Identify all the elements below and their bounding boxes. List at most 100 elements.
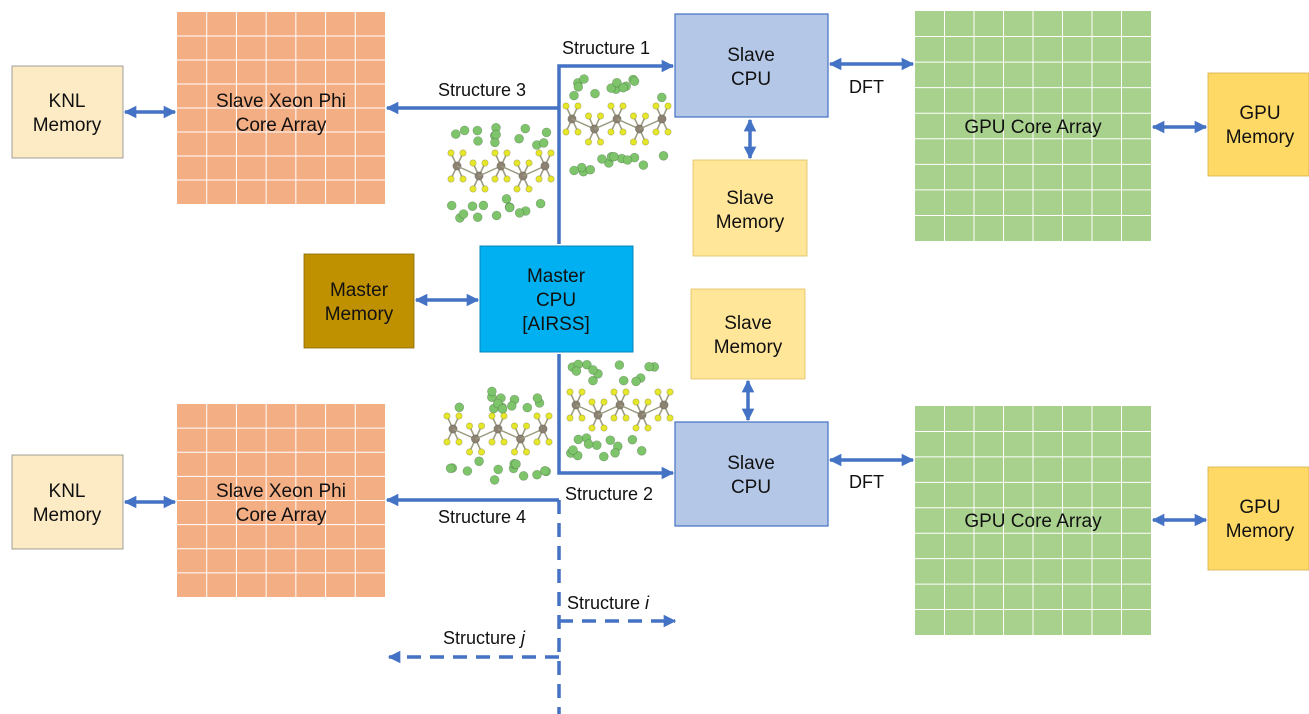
green-atom — [478, 200, 489, 211]
sulfur-atom — [652, 102, 660, 110]
green-atom — [511, 459, 521, 469]
green-atom — [597, 154, 607, 164]
sulfur-atom — [522, 422, 530, 430]
green-atom — [504, 202, 515, 213]
structure-1-label: Structure 1 — [562, 38, 650, 58]
structure-i-label: Structure i — [567, 593, 650, 613]
sulfur-atom — [547, 149, 555, 157]
green-atom — [491, 129, 501, 140]
sulfur-atom — [664, 102, 672, 110]
green-atom — [609, 151, 619, 162]
sulfur-atom — [510, 422, 518, 430]
green-atom — [590, 88, 600, 99]
green-atom — [501, 194, 512, 204]
sulfur-atom — [465, 448, 473, 456]
structure-1-arrow — [557, 59, 675, 244]
green-atom — [491, 210, 502, 221]
gpu-memory-top-box — [1207, 72, 1309, 177]
green-atom — [629, 76, 640, 86]
sulfur-atom — [545, 438, 553, 446]
gpu-core-array-bottom-label: GPU Core Array — [964, 511, 1102, 532]
green-atom — [458, 209, 469, 219]
green-atom — [644, 361, 654, 372]
knl-memory-bottom-box — [11, 454, 124, 550]
sulfur-atom — [574, 128, 582, 136]
green-atom — [588, 375, 598, 386]
sulfur-atom — [654, 414, 662, 422]
sulfur-atom — [459, 149, 467, 157]
sulfur-atom — [666, 414, 674, 422]
sulfur-atom — [503, 175, 511, 183]
green-atom — [446, 200, 457, 211]
sulfur-atom — [513, 185, 521, 193]
green-atom — [541, 127, 552, 138]
slave-memory-bottom-box — [690, 288, 806, 380]
green-atom — [522, 402, 533, 413]
green-atom — [535, 198, 546, 209]
sulfur-atom — [619, 102, 627, 110]
knl-memory-top-box — [11, 65, 124, 159]
green-atom — [518, 471, 529, 481]
sulfur-atom — [443, 412, 451, 420]
dft-bottom-label: DFT — [849, 472, 884, 492]
sulfur-atom — [533, 438, 541, 446]
structure-2-label: Structure 2 — [565, 484, 653, 504]
sulfur-atom — [525, 185, 533, 193]
sulfur-atom — [488, 438, 496, 446]
green-atom — [538, 138, 549, 148]
green-atom — [474, 456, 484, 467]
green-atom — [585, 164, 596, 175]
sulfur-atom — [477, 422, 485, 430]
sulfur-atom — [607, 102, 615, 110]
sulfur-atom — [500, 438, 508, 446]
carbon-atom — [659, 400, 669, 410]
sulfur-atom — [622, 414, 630, 422]
green-atom — [573, 434, 584, 445]
sulfur-atom — [465, 422, 473, 430]
green-atom — [532, 469, 542, 480]
sulfur-atom — [584, 138, 592, 146]
sulfur-atom — [644, 424, 652, 432]
gpu-core-array-top-label: GPU Core Array — [964, 117, 1102, 138]
sulfur-atom — [578, 388, 586, 396]
sulfur-atom — [632, 424, 640, 432]
sulfur-atom — [522, 448, 530, 456]
molecule-structure-2 — [565, 359, 674, 462]
green-atom — [605, 435, 616, 446]
sulfur-atom — [610, 388, 618, 396]
structure-3-label: Structure 3 — [438, 80, 526, 100]
carbon-atom — [657, 114, 667, 124]
sulfur-atom — [459, 175, 467, 183]
sulfur-atom — [596, 112, 604, 120]
green-atom — [445, 463, 456, 474]
carbon-atom — [538, 424, 548, 434]
green-atom — [569, 165, 579, 176]
sulfur-atom — [562, 128, 570, 136]
slave-cpu-top-box — [674, 13, 829, 118]
sulfur-atom — [477, 448, 485, 456]
sulfur-atom — [600, 424, 608, 432]
green-atom — [606, 83, 617, 93]
sulfur-atom — [629, 112, 637, 120]
green-atom — [490, 137, 500, 148]
molecule-structure-1 — [562, 74, 672, 177]
green-atom — [618, 375, 629, 386]
gpu-core-array-top: GPU Core Array — [915, 11, 1151, 241]
green-atom — [612, 77, 622, 88]
sulfur-atom — [641, 138, 649, 146]
sulfur-atom — [525, 159, 533, 167]
dft-top-label: DFT — [849, 77, 884, 97]
green-atom — [520, 123, 531, 134]
sulfur-atom — [574, 102, 582, 110]
structure-2-arrow — [557, 354, 675, 480]
